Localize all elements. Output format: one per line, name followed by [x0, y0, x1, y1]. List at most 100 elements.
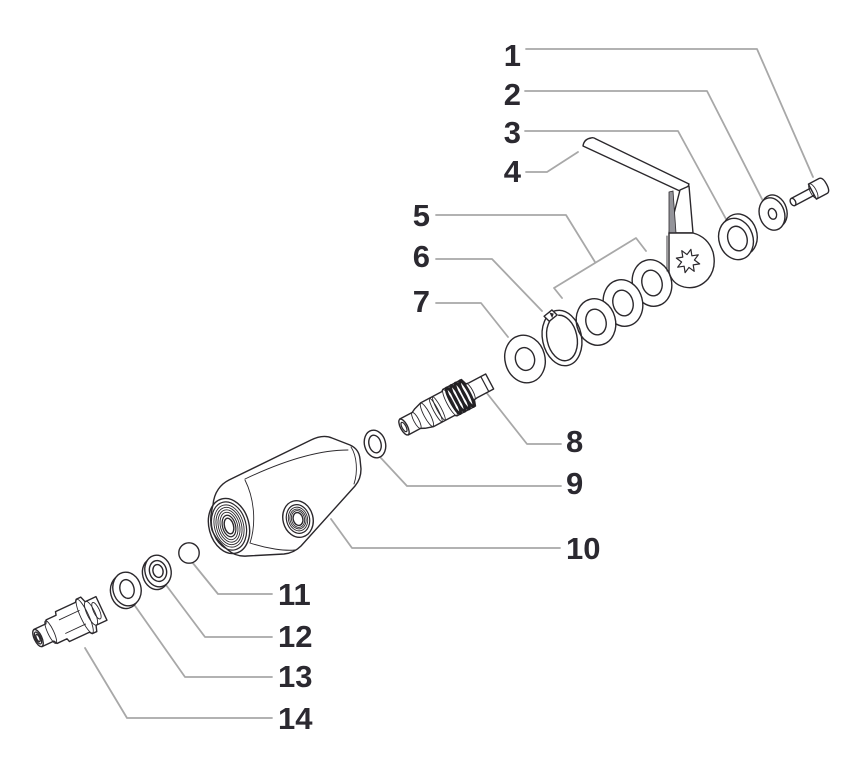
stem-rib: [458, 379, 476, 408]
inlet-rim: [207, 497, 251, 555]
stem-groove-a: [428, 398, 443, 423]
leader-line-13: [132, 602, 273, 678]
inlet-thread: [221, 514, 237, 538]
valve-handle-part: [582, 136, 715, 289]
fitting-tip-bore: [35, 633, 41, 643]
callout-label-7: 7: [413, 284, 430, 319]
leader-bracket-5: [553, 237, 647, 299]
body-inlet-threads: [207, 497, 251, 555]
fitting-tip-face: [32, 628, 44, 648]
inlet-thread: [210, 501, 248, 551]
callout-label-6: 6: [413, 239, 430, 274]
fitting-flange-rim: [75, 598, 94, 634]
callout-labels: 1 2 3 4 5 6 7 8 9 10 11 12 13 14: [278, 38, 600, 736]
leader-line-4: [525, 151, 579, 173]
oring-inner: [368, 434, 382, 454]
washer13-hole: [119, 578, 135, 600]
callout-label-4: 4: [504, 154, 522, 189]
spacer-bushing-part: [717, 213, 758, 261]
body-facet-bottom: [249, 542, 296, 551]
washer2-hole: [767, 207, 778, 220]
washer-hole: [641, 269, 663, 297]
valve-body-part: [207, 435, 362, 557]
body-facet-left: [244, 479, 255, 544]
body-facet-right: [350, 446, 357, 485]
stem-cone-end: [419, 402, 435, 427]
washer-stack-part: [575, 259, 673, 346]
callout-label-11: 11: [278, 577, 311, 612]
leader-line-9: [379, 456, 562, 487]
washer-hole: [612, 289, 634, 317]
fitting-hex-edge-top: [58, 610, 80, 621]
washer7-hole: [514, 346, 536, 372]
stem-groove-b: [432, 396, 446, 421]
valve-stem-part: [398, 373, 495, 436]
washer-part-13: [109, 571, 142, 610]
retaining-ring-part: [541, 307, 583, 367]
stem-shoulder: [411, 411, 422, 429]
outlet-fitting-part: [32, 595, 108, 648]
inlet-thread: [215, 506, 243, 546]
small-washer-part: [758, 194, 788, 231]
ball-part: [178, 542, 200, 564]
leader-line-8: [485, 391, 562, 445]
body-facet-top: [244, 449, 349, 480]
bushing-bore: [726, 225, 748, 252]
socket-screw-part: [789, 177, 830, 207]
screw-tip: [789, 197, 797, 207]
washer12-hole: [152, 563, 164, 579]
leader-lines: [84, 48, 814, 719]
fitting-cap-rim: [83, 600, 99, 626]
fitting-hex-edge-bottom: [65, 623, 87, 634]
port-thread: [287, 506, 309, 532]
callout-label-1: 1: [504, 38, 521, 73]
inlet-thread: [219, 511, 239, 541]
flat-washer-part: [504, 334, 546, 384]
ring-outer: [541, 309, 583, 367]
callout-label-2: 2: [504, 77, 521, 112]
cam-star-hole: [675, 248, 701, 274]
leader-line-12: [165, 584, 273, 638]
leader-line-1: [525, 48, 814, 178]
stem-square-edge: [480, 375, 490, 393]
inlet-bore: [223, 517, 235, 535]
port-thread: [289, 508, 307, 530]
fitting-step: [44, 620, 58, 644]
callout-label-9: 9: [566, 466, 583, 501]
port-bore: [292, 511, 304, 527]
callout-label-14: 14: [278, 701, 313, 736]
handle-cam-plate: [668, 232, 715, 289]
fitting-body: [33, 595, 108, 648]
callout-label-10: 10: [566, 531, 600, 566]
leader-line-14: [84, 647, 273, 719]
ring-latch-notch: [549, 312, 554, 319]
body-silhouette: [210, 435, 362, 557]
inlet-thread: [217, 509, 241, 543]
washer-part: [631, 259, 673, 307]
washer-hole: [585, 308, 607, 336]
port-rim: [282, 500, 314, 538]
callout-label-5: 5: [413, 198, 430, 233]
screw-head: [807, 177, 830, 200]
fitting-cap-dome: [91, 602, 102, 620]
callout-label-12: 12: [278, 619, 312, 654]
callout-label-13: 13: [278, 659, 312, 694]
port-thread: [290, 510, 306, 528]
body-side-port: [282, 500, 314, 538]
fitting-tip-ring: [33, 631, 43, 645]
washer-part: [575, 298, 617, 346]
leader-line-10: [330, 518, 561, 549]
stem-collar-face: [442, 389, 458, 416]
leader-line-3: [524, 130, 727, 220]
leader-line-7: [435, 302, 509, 338]
ring-latch: [543, 309, 558, 322]
stem-neck: [465, 383, 476, 400]
inlet-thread: [213, 504, 245, 548]
seat-washer-part: [141, 554, 172, 591]
leader-line-6: [435, 258, 543, 312]
handle-blade: [582, 136, 690, 193]
stem-body: [399, 373, 495, 436]
leader-line-5: [435, 214, 596, 263]
